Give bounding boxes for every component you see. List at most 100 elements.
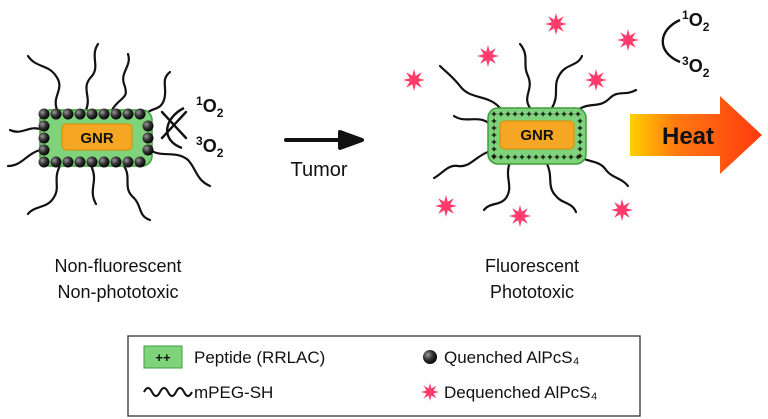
peptide-charge [491, 132, 497, 138]
peptide-charge [554, 111, 560, 117]
left-peg-chains [6, 42, 212, 222]
left-caption-line2: Non-phototoxic [57, 282, 178, 302]
peptide-charge [498, 154, 504, 160]
dequenched-star-icon [617, 29, 639, 51]
right-caption-line2: Phototoxic [490, 282, 574, 302]
quenched-dot [86, 108, 98, 120]
dequenched-star-icon [509, 205, 531, 227]
peptide-charge [533, 111, 539, 117]
quenched-dot [110, 108, 122, 120]
right-nanoprobe: GNR [432, 42, 638, 214]
quenched-dot [62, 156, 74, 168]
dequenched-star-icon [611, 199, 633, 221]
peptide-charge [491, 125, 497, 131]
peptide-charge [526, 154, 532, 160]
peptide-charge [554, 154, 560, 160]
dequenched-star-icon [435, 195, 457, 217]
quenched-dot [142, 144, 154, 156]
quenched-dot [134, 108, 146, 120]
tumor-transition: Tumor [284, 130, 364, 181]
dequenched-stars [403, 13, 639, 227]
right-peptide-charges [491, 111, 583, 160]
left-caption-line1: Non-fluorescent [54, 256, 181, 276]
peptide-charge [540, 111, 546, 117]
quenched-dot [122, 108, 134, 120]
left-oxygen-blocked: 1O2 3O2 [160, 94, 224, 160]
peptide-charge [568, 111, 574, 117]
quenched-dot [134, 156, 146, 168]
legend-quenched-dot-icon [423, 350, 437, 364]
right-generation-curve-icon [661, 18, 681, 64]
transition-label: Tumor [290, 159, 347, 181]
heat-arrow-icon [630, 96, 762, 174]
peptide-charge [519, 111, 525, 117]
peptide-charge [512, 111, 518, 117]
legend: ++ Peptide (RRLAC) mPEG-SH Quenched AlPc… [127, 335, 641, 417]
dequenched-star-icon [545, 13, 567, 35]
quenched-dot [98, 108, 110, 120]
legend-dequenched-label: Dequenched AlPcS₄ [444, 383, 597, 402]
peptide-charge [577, 118, 583, 124]
heat-label: Heat [662, 123, 714, 150]
peptide-charge [575, 111, 581, 117]
legend-mpeg-squiggle-icon [143, 387, 193, 397]
quenched-dot [38, 132, 50, 144]
right-oxygen-generation: 1O2 3O2 [661, 8, 710, 80]
left-nanoprobe: GNR [6, 42, 212, 222]
right-caption-line1: Fluorescent [485, 256, 579, 276]
peptide-charge [547, 154, 553, 160]
quenched-dot [38, 108, 50, 120]
peptide-charge [526, 111, 532, 117]
peptide-charge [505, 111, 511, 117]
dequenched-star-icon [477, 45, 499, 67]
transition-arrow-icon [284, 130, 364, 150]
peptide-charge [547, 111, 553, 117]
legend-box [127, 335, 641, 417]
peptide-charge [577, 132, 583, 138]
peptide-charge [568, 154, 574, 160]
quenched-dot [86, 156, 98, 168]
left-quenched-dots [38, 108, 154, 168]
peptide-charge [491, 118, 497, 124]
legend-quenched-label: Quenched AlPcS₄ [444, 348, 580, 367]
peptide-charge [577, 139, 583, 145]
left-gnr-label: GNR [80, 130, 114, 147]
quenched-dot [110, 156, 122, 168]
dequenched-star-icon [403, 69, 425, 91]
peptide-charge [540, 154, 546, 160]
quenched-dot [50, 156, 62, 168]
peptide-charge [561, 111, 567, 117]
legend-dequenched-star-icon [421, 383, 439, 401]
peptide-charge [519, 154, 525, 160]
dequenched-star-icon [421, 383, 439, 401]
quenched-dot [62, 108, 74, 120]
quenched-dot [74, 156, 86, 168]
peptide-charge [577, 146, 583, 152]
quenched-dot [74, 108, 86, 120]
quenched-dot [38, 156, 50, 168]
quenched-dot [50, 108, 62, 120]
legend-mpeg-label: mPEG-SH [194, 383, 273, 402]
peptide-charge [491, 153, 497, 159]
legend-peptide-swatch [143, 345, 183, 369]
quenched-dot [122, 156, 134, 168]
peptide-charge [498, 111, 504, 117]
quenched-dot [38, 144, 50, 156]
peptide-charge [561, 154, 567, 160]
right-gnr-core [499, 120, 575, 150]
peptide-charge [533, 154, 539, 160]
quenched-dot [38, 120, 50, 132]
heat-arrow: Heat [630, 96, 762, 174]
peptide-charge [577, 153, 583, 159]
right-singlet-oxygen: 1O2 [682, 8, 710, 34]
peptide-charge [491, 139, 497, 145]
left-gnr-core [61, 123, 133, 151]
left-triplet-oxygen: 3O2 [196, 134, 224, 160]
right-triplet-oxygen: 3O2 [682, 54, 710, 80]
left-block-x-icon [160, 110, 188, 140]
quenched-dot [142, 120, 154, 132]
quenched-dot [98, 156, 110, 168]
dequenched-star-icon [585, 69, 607, 91]
left-blocked-curve-icon [166, 106, 185, 150]
